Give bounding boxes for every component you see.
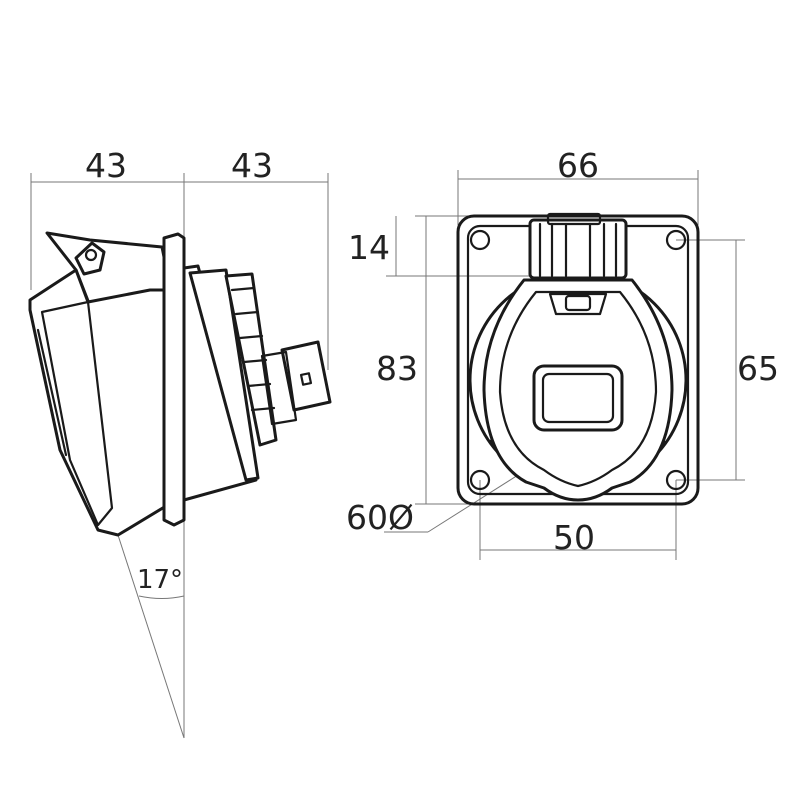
side-view: 43 43 17° (28, 146, 332, 739)
mounting-hole (665, 469, 687, 491)
mounting-hole (469, 469, 491, 491)
side-body (182, 264, 332, 502)
front-hole-spacing-vertical-label: 65 (737, 349, 779, 388)
lid-latch-window (532, 364, 624, 432)
front-lid-offset-label: 14 (348, 228, 390, 267)
front-hole-spacing-horizontal-label: 50 (553, 518, 595, 557)
mounting-hole (469, 229, 491, 251)
mounting-hole (665, 229, 687, 251)
angle-construction-lines (116, 520, 185, 739)
front-view: 66 83 14 65 50 60Ø (346, 146, 779, 560)
front-cutout-diameter-label: 60Ø (346, 498, 414, 537)
mounting-holes (469, 229, 687, 491)
side-depth-rear-label: 43 (231, 146, 273, 185)
front-width-label: 66 (557, 146, 599, 185)
front-height-label: 83 (376, 349, 418, 388)
lid-hinge (528, 212, 628, 280)
side-depth-dimension-lines (30, 173, 329, 370)
angle-label: 17° (137, 565, 183, 595)
socket-lid (482, 278, 674, 502)
side-lid (28, 231, 178, 537)
side-depth-front-label: 43 (85, 146, 127, 185)
side-flange (162, 232, 186, 527)
